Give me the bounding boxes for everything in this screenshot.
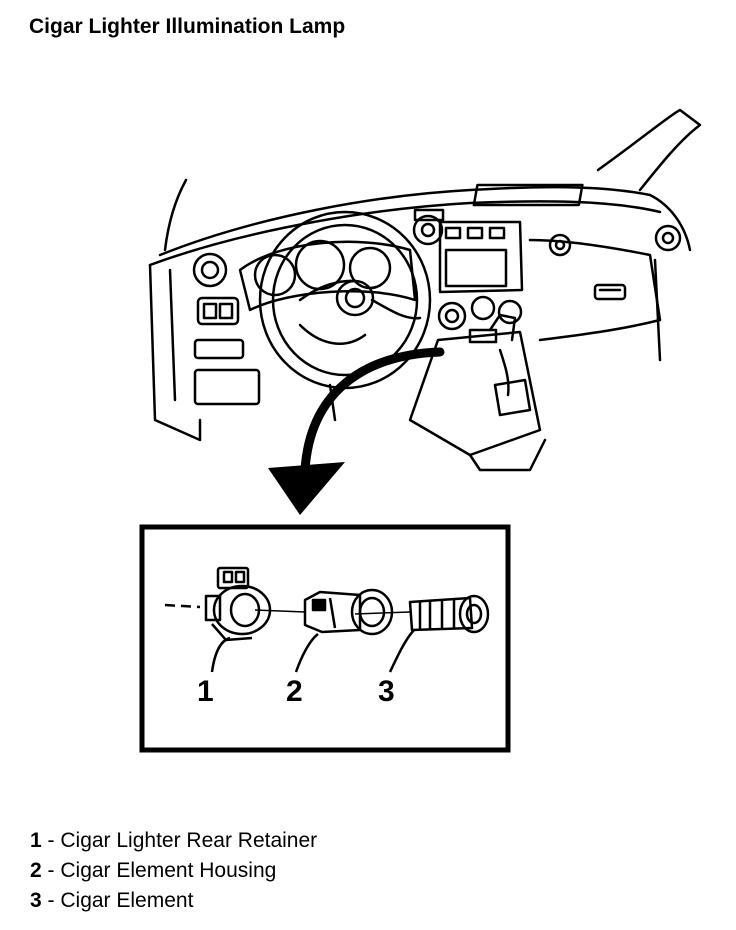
legend-text: Cigar Element Housing [60,859,277,882]
element-housing [303,588,394,636]
legend-number: 1 [30,829,42,852]
page-title: Cigar Lighter Illumination Lamp [29,15,346,38]
callout-number-2: 2 [286,675,303,708]
callout-number-3: 3 [378,675,395,708]
legend-number: 3 [30,889,42,912]
dashboard-illustration [148,108,702,472]
legend-row-3: 3 - Cigar Element [30,886,317,916]
legend-row-2: 2 - Cigar Element Housing [30,856,317,886]
legend-row-1: 1 - Cigar Lighter Rear Retainer [30,826,317,856]
legend-separator: - [41,889,61,912]
cigar-element [354,594,490,634]
legend-number: 2 [30,859,42,882]
legend-separator: - [41,859,61,882]
callout-arrow [268,347,445,515]
legend-text: Cigar Lighter Rear Retainer [60,829,318,852]
detail-box [139,524,511,753]
callout-number-1: 1 [197,675,214,708]
rear-retainer [204,566,272,642]
legend-separator: - [41,829,61,852]
leader-line-1 [210,636,231,673]
legend: 1 - Cigar Lighter Rear Retainer 2 - Ciga… [30,826,317,916]
exploded-parts [164,566,490,673]
leader-line-2 [294,633,319,673]
legend-text: Cigar Element [60,889,194,912]
leader-line-3 [388,629,415,673]
